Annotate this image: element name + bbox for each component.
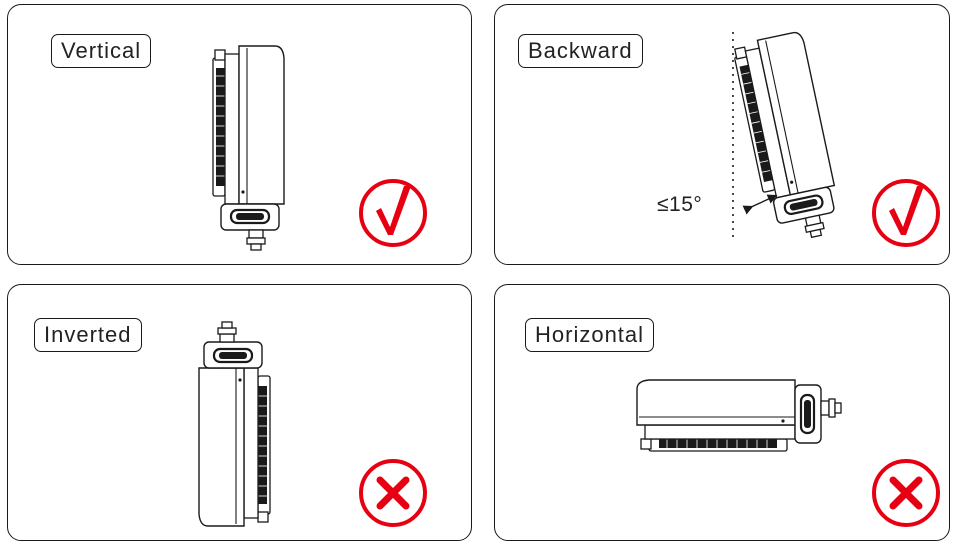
label-horizontal: Horizontal	[525, 318, 655, 352]
check-mark-icon	[359, 179, 427, 247]
inverter-horizontal-illustration	[635, 378, 843, 453]
inverter-backward-illustration	[730, 29, 845, 247]
inverter-inverted-illustration	[197, 320, 272, 528]
label-vertical: Vertical	[51, 34, 152, 68]
tilt-arrow-icon	[742, 194, 778, 215]
tilt-angle-label: ≤15°	[657, 193, 703, 216]
check-mark-icon	[872, 179, 940, 247]
label-inverted: Inverted	[34, 318, 142, 352]
cross-mark-icon	[361, 461, 425, 525]
inverter-vertical-illustration	[211, 44, 286, 252]
cross-mark-icon	[874, 461, 938, 525]
label-backward: Backward	[518, 34, 643, 68]
